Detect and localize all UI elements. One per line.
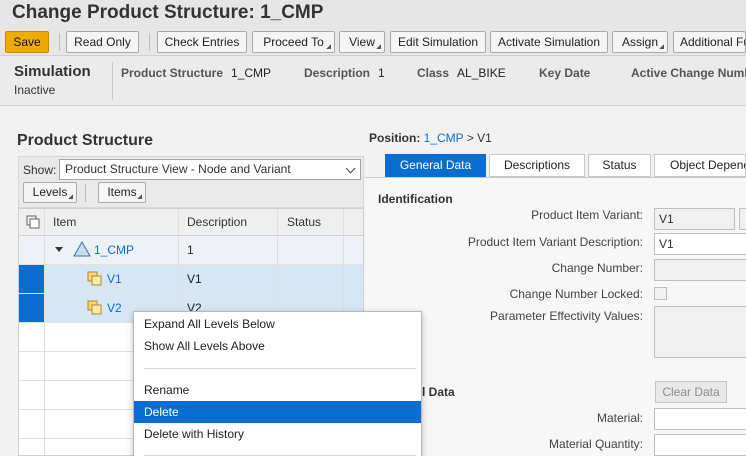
tab-status[interactable]: Status: [588, 154, 651, 177]
header-field-description: Description 1: [304, 66, 385, 80]
header-field-label: Class: [417, 66, 450, 80]
check-entries-button[interactable]: Check Entries: [157, 31, 247, 53]
column-divider: [44, 209, 45, 455]
material-quantity-field[interactable]: [654, 434, 746, 456]
position-link-1-cmp[interactable]: 1_CMP: [423, 131, 464, 145]
row-selector[interactable]: [19, 236, 44, 264]
tree-node-description: 1: [187, 243, 194, 257]
view-select-value: Product Structure View - Node and Varian…: [65, 162, 291, 176]
header-field-class: Class AL_BIKE: [417, 66, 506, 80]
product-structure-tree: Item Description Status 1_CMP 1 V1 V1 V2…: [18, 208, 364, 456]
header-field-product-structure: Product Structure 1_CMP: [121, 66, 271, 80]
additional-functions-button[interactable]: Additional Fu: [673, 31, 746, 53]
header-field-key-date: Key Date: [539, 66, 590, 80]
proceed-to-button[interactable]: Proceed To: [252, 31, 335, 53]
items-button[interactable]: Items: [98, 182, 146, 203]
header-field-value: AL_BIKE: [457, 66, 506, 80]
menu-separator: [144, 368, 416, 369]
position-breadcrumb: Position: 1_CMP > V1: [369, 131, 492, 145]
tree-toolbar: Levels Items: [18, 182, 364, 208]
save-button[interactable]: Save: [5, 31, 49, 53]
toolbar: Save Read Only Check Entries Proceed To …: [0, 28, 746, 56]
expand-arrow-icon[interactable]: [55, 247, 63, 252]
toolbar-separator: [149, 33, 150, 51]
tree-row-1-cmp[interactable]: 1_CMP 1: [19, 236, 363, 265]
menu-item-rename[interactable]: Rename: [144, 383, 190, 397]
edit-simulation-button[interactable]: Edit Simulation: [390, 31, 486, 53]
show-label: Show:: [23, 163, 57, 177]
position-separator: >: [466, 131, 474, 145]
row-selector[interactable]: [19, 294, 44, 322]
variant-description-label: Product Item Variant Description:: [467, 235, 643, 249]
header-field-label: Key Date: [539, 66, 591, 80]
material-data-section-title: l Data: [422, 385, 455, 399]
variant-value-help-button[interactable]: [739, 208, 746, 230]
toolbar-separator: [59, 33, 60, 51]
position-current: V1: [477, 131, 492, 145]
general-data-form: Identification Product Item Variant: V1 …: [365, 178, 746, 456]
tree-node-link[interactable]: V1: [107, 272, 122, 286]
header-field-label: Active Change Numb: [631, 66, 746, 80]
title-bar: Change Product Structure: 1_CMP: [0, 0, 746, 28]
simulation-title: Simulation: [14, 63, 91, 80]
view-button[interactable]: View: [339, 31, 385, 53]
parameter-effectivity-field[interactable]: [654, 306, 746, 358]
page-title: Change Product Structure: 1_CMP: [12, 2, 324, 23]
column-header-status[interactable]: Status: [287, 215, 322, 229]
change-number-locked-checkbox[interactable]: [654, 287, 667, 300]
levels-button[interactable]: Levels: [23, 182, 77, 203]
identification-section-title: Identification: [378, 192, 453, 206]
object-header: Simulation Inactive Product Structure 1_C…: [0, 56, 746, 106]
header-field-value: 1_CMP: [231, 66, 272, 80]
variant-description-field[interactable]: V1: [654, 233, 746, 255]
tab-general-data[interactable]: General Data: [385, 154, 486, 177]
header-separator: [112, 62, 113, 100]
toolbar-separator: [85, 184, 86, 202]
activate-simulation-button[interactable]: Activate Simulation: [490, 31, 608, 53]
variant-label: Product Item Variant:: [531, 208, 643, 222]
variant-icon: [87, 271, 102, 286]
header-field-active-change-number: Active Change Numb: [631, 66, 746, 80]
show-row: Show: Product Structure View - Node and …: [18, 156, 364, 182]
product-structure-title: Product Structure: [17, 132, 154, 149]
menu-item-delete-with-history[interactable]: Delete with History: [144, 427, 245, 441]
tree-row-v1[interactable]: V1 V1: [19, 265, 363, 294]
material-field[interactable]: [654, 408, 746, 430]
menu-item-expand-all-levels-below[interactable]: Expand All Levels Below: [144, 317, 275, 331]
tab-object-dependencies[interactable]: Object Depende: [654, 154, 746, 177]
assign-button[interactable]: Assign: [612, 31, 668, 53]
column-header-item[interactable]: Item: [53, 215, 77, 229]
change-number-locked-label: Change Number Locked:: [509, 287, 643, 301]
view-select[interactable]: Product Structure View - Node and Varian…: [59, 159, 361, 180]
context-menu: Expand All Levels Below Show All Levels …: [133, 311, 422, 456]
change-number-label: Change Number:: [551, 261, 643, 275]
menu-item-show-all-levels-above[interactable]: Show All Levels Above: [144, 339, 265, 353]
tree-header: Item Description Status: [19, 209, 363, 236]
change-number-field[interactable]: [654, 259, 746, 281]
simulation-state: Inactive: [14, 83, 56, 97]
tree-node-description: V1: [187, 272, 202, 286]
tree-node-link[interactable]: 1_CMP: [94, 243, 135, 257]
header-field-label: Product Structure: [121, 66, 224, 80]
header-field-value: 1: [378, 66, 385, 80]
menu-item-delete[interactable]: Delete: [134, 401, 421, 423]
clear-data-button[interactable]: Clear Data: [655, 381, 727, 403]
position-label: Position:: [369, 131, 421, 145]
chevron-down-icon: [345, 163, 356, 174]
header-field-label: Description: [304, 66, 371, 80]
tab-descriptions[interactable]: Descriptions: [489, 154, 585, 177]
read-only-button[interactable]: Read Only: [66, 31, 139, 53]
variant-field[interactable]: V1: [654, 208, 735, 230]
row-selector[interactable]: [19, 265, 44, 293]
tree-node-link[interactable]: V2: [107, 301, 122, 315]
parameter-effectivity-label: Parameter Effectivity Values:: [490, 309, 643, 323]
product-structure-icon: [73, 241, 91, 257]
material-label: Material:: [596, 411, 643, 425]
tab-underline: [365, 177, 746, 178]
column-header-description[interactable]: Description: [187, 215, 248, 229]
variant-icon: [87, 300, 102, 315]
column-settings-icon[interactable]: [26, 215, 40, 229]
material-quantity-label: Material Quantity:: [548, 437, 643, 451]
